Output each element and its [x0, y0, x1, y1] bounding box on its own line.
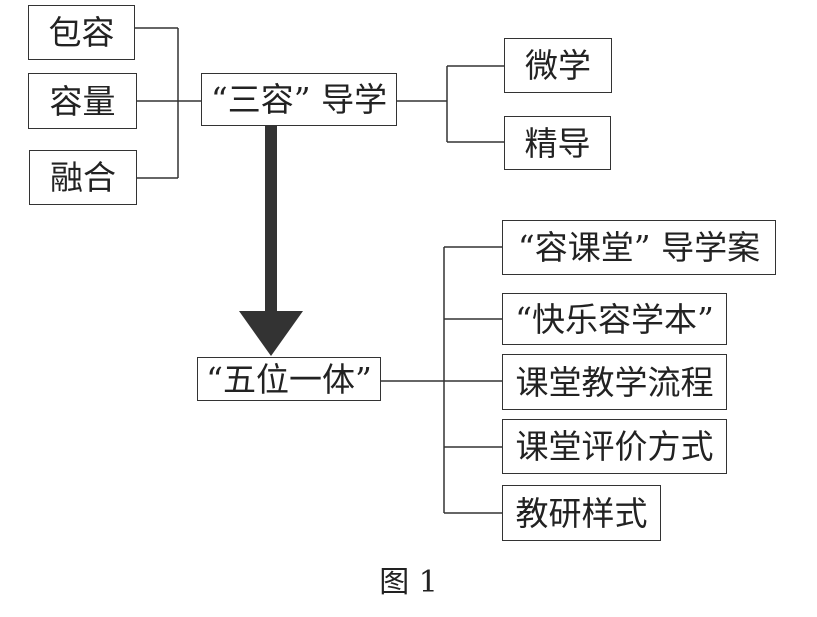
figure-caption: 图 1 [379, 565, 438, 600]
node-baorong: 包容 [28, 5, 135, 60]
arrow-head [239, 311, 303, 356]
node-ketang-jiaoxue-liucheng: 课堂教学流程 [502, 354, 727, 410]
node-jiaoyan-yangshi: 教研样式 [502, 485, 661, 541]
node-ronghe: 融合 [29, 150, 137, 205]
node-weixue: 微学 [504, 38, 612, 93]
node-rongliang: 容量 [28, 73, 137, 129]
arrow-shaft [265, 126, 277, 318]
node-ketang-pingjia-fangshi: 课堂评价方式 [502, 419, 727, 474]
node-sanrong-daoxue: “三容” 导学 [201, 73, 397, 126]
node-jingdao: 精导 [504, 116, 611, 170]
node-kuaile-rongxueben: “快乐容学本” [502, 293, 727, 345]
node-wuwei-yiti: “五位一体” [197, 357, 381, 401]
node-rongketang-daoxuean: “容课堂” 导学案 [502, 220, 776, 275]
